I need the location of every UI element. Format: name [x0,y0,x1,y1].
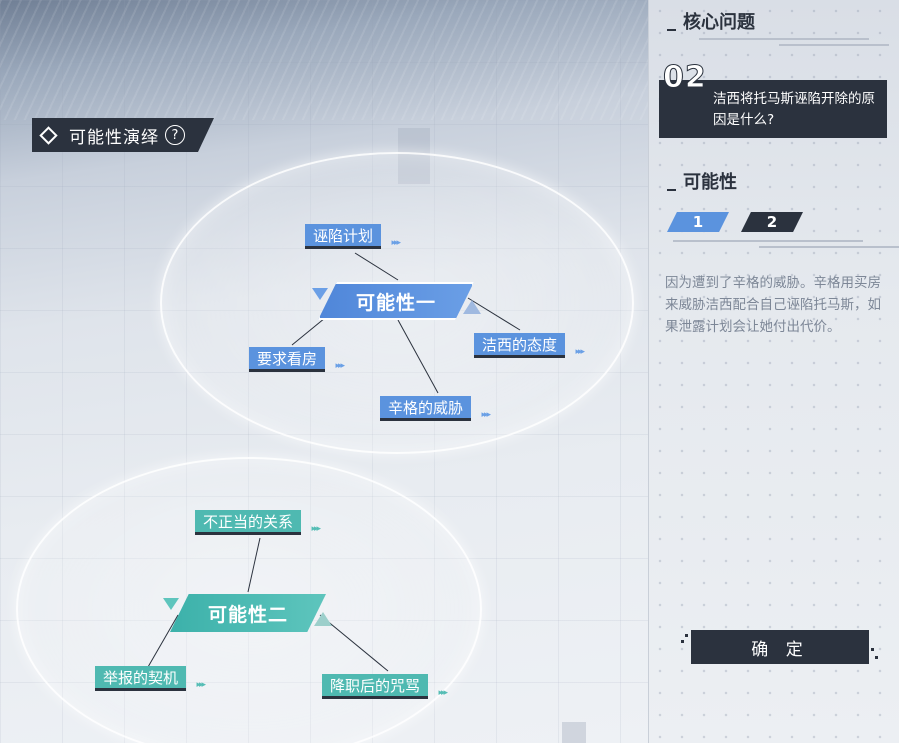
clue-label: 辛格的威胁 [388,398,464,417]
connector-line [147,614,179,668]
connector-line [291,317,326,346]
clue-node[interactable]: 辛格的威胁 ▸▸▸ [380,396,491,421]
triangle-marker [463,300,481,314]
clue-label: 举报的契机 [103,668,179,687]
triangle-marker [163,598,179,610]
connector-line [397,319,439,394]
clue-node[interactable]: 诬陷计划 ▸▸▸ [305,224,401,249]
question-text: 洁西将托马斯诬陷开除的原因是什么? [713,91,875,128]
header-title: 可能性演绎 [69,127,159,148]
connector-line [354,252,399,281]
core-question-title: 核心问题 [667,8,755,34]
clue-label: 洁西的态度 [482,335,558,354]
clue-node[interactable]: 洁西的态度 ▸▸▸ [474,333,585,358]
deduction-board: 可能性演绎 ? 可能性一 诬陷计划 ▸▸▸ 洁西的态度 ▸▸▸ 要求看房 ▸▸▸… [0,0,648,743]
divider [779,44,889,46]
possibility-title: 可能性 [667,168,737,194]
possibility-description: 因为遭到了辛格的威胁。辛格用买房来威胁洁西配合自己诬陷托马斯，如果泄露计划会让她… [665,275,881,335]
deco-square [562,722,586,743]
arrow-icon: ▸▸▸ [196,680,205,690]
divider [699,38,869,40]
arrow-icon: ▸▸▸ [575,347,584,357]
question-number: 02 [663,60,707,96]
possibility-tab-2[interactable]: 2 [741,212,803,232]
divider [759,246,899,248]
arrow-icon: ▸▸▸ [335,361,344,371]
triangle-marker [314,612,332,626]
section-title-text: 核心问题 [683,12,755,33]
clue-label: 诬陷计划 [313,226,374,245]
arrow-icon: ▸▸▸ [311,524,320,534]
clue-label: 降职后的咒骂 [330,676,421,695]
help-icon[interactable]: ? [165,125,185,145]
confirm-button[interactable]: 确 定 [691,630,869,664]
arrow-icon: ▸▸▸ [438,688,447,698]
pixel-deco [681,640,684,643]
possibility-one-node[interactable]: 可能性一 [318,282,474,320]
pixel-deco [875,656,878,659]
pixel-deco [871,648,874,651]
header-streak-texture [0,0,648,120]
connector-line [247,537,261,593]
possibility-two-node[interactable]: 可能性二 [170,594,326,632]
triangle-marker [312,288,328,300]
clue-node[interactable]: 举报的契机 ▸▸▸ [95,666,206,691]
divider [673,240,863,242]
clue-label: 要求看房 [257,349,318,368]
arrow-icon: ▸▸▸ [391,238,400,248]
clue-node[interactable]: 降职后的咒骂 ▸▸▸ [322,674,448,699]
pixel-deco [685,634,688,637]
arrow-icon: ▸▸▸ [481,410,490,420]
possibility-tab-1[interactable]: 1 [667,212,729,232]
clue-node[interactable]: 不正当的关系 ▸▸▸ [195,510,321,535]
dash-icon [667,29,676,31]
clue-label: 不正当的关系 [203,512,294,531]
dash-icon [667,189,676,191]
section-title-text: 可能性 [683,172,737,193]
clue-node[interactable]: 要求看房 ▸▸▸ [249,347,345,372]
possibility-deduction-header: 可能性演绎 ? [32,118,214,152]
question-card [659,80,887,138]
question-panel: 核心问题 02 洁西将托马斯诬陷开除的原因是什么? 可能性 1 2 因为遭到了辛… [648,0,899,743]
